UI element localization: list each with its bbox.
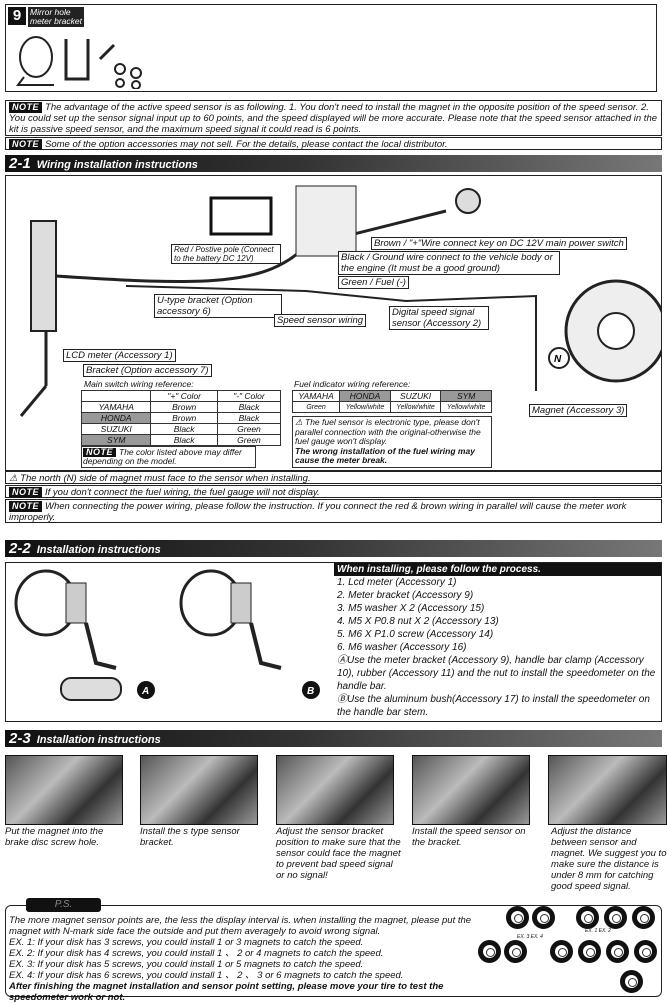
wheel-icon [550, 940, 573, 963]
label-speed-wiring: Speed sensor wiring [274, 314, 367, 327]
process-header: When installing, please follow the proce… [334, 563, 661, 576]
note-north-side: ⚠ The north (N) side of magnet must face… [5, 471, 662, 484]
main-switch-title: Main switch wiring reference: [84, 379, 194, 389]
fuel-warning: ⚠ The fuel sensor is electronic type, pl… [292, 416, 492, 468]
step-item: 5. M6 X P1.0 screw (Accessory 14) [337, 629, 494, 640]
section-9-box: 9 Mirror hole meter bracket [5, 4, 657, 92]
label-black-wire: Black / Ground wire connect to the vehic… [338, 251, 560, 275]
wheel-icon [578, 940, 601, 963]
process-panel: When installing, please follow the proce… [334, 563, 661, 719]
note-tag: NOTE [9, 102, 43, 113]
wheel-icon [604, 906, 627, 929]
label-lcd-meter: LCD meter (Accessory 1) [63, 349, 176, 362]
step-a: ⒶUse the meter bracket (Accessory 9), ha… [337, 655, 656, 692]
step-caption: Adjust the distance between sensor and m… [551, 826, 667, 892]
wiring-diagram: N Red / Postive pole (Connect to the bat… [5, 175, 662, 471]
step-item: 2. Meter bracket (Accessory 9) [337, 590, 474, 601]
wheel-icon [632, 906, 655, 929]
step-photo-1 [5, 755, 123, 825]
mark-a-icon: Ⓐ [337, 655, 347, 666]
ex-label: EX. 1 EX. 2 [585, 928, 611, 934]
ex-label: EX. 3 EX. 4 [517, 934, 543, 940]
step-photo-4 [412, 755, 530, 825]
wheel-icon [532, 906, 555, 929]
label-magnet: Magnet (Accessory 3) [529, 404, 628, 417]
bracket-illustration [16, 36, 142, 89]
wiring-illustration: N [19, 185, 661, 417]
label-digital-sensor: Digital speed signal sensor (Accessory 2… [389, 306, 489, 330]
step-caption: Install the s type sensor bracket. [140, 826, 240, 848]
section-title: Wiring installation instructions [36, 159, 198, 171]
wheel-icon [478, 940, 501, 963]
step-photo-5 [548, 755, 667, 825]
section-number: 2-1 [9, 155, 31, 172]
warning-icon: ⚠ [295, 417, 303, 427]
label-green-wire: Green / Fuel (-) [338, 276, 409, 289]
label-red-wire: Red / Postive pole (Connect to the batte… [171, 244, 281, 264]
step-item: 4. M5 X P0.8 nut X 2 (Accessory 13) [337, 616, 499, 627]
step-item: 6. M6 washer (Accessory 16) [337, 642, 467, 653]
wheel-icon [634, 940, 657, 963]
ps-box: P.S. The more magnet sensor points are, … [5, 898, 662, 1003]
label-u-bracket: U-type bracket (Option accessory 6) [154, 294, 282, 318]
section-number: 9 [8, 7, 26, 25]
fuel-title: Fuel indicator wiring reference: [294, 379, 411, 389]
warning-icon: ⚠ [9, 473, 18, 484]
note-text: The advantage of the active speed sensor… [9, 102, 658, 135]
install-box: A B When installing, please follow the p… [5, 562, 662, 722]
svg-text:N: N [554, 354, 562, 365]
step-photo-2 [140, 755, 258, 825]
mark-b: B [307, 686, 314, 697]
table-row: "+" Color"-" Color [80, 390, 282, 402]
step-item: 3. M5 washer X 2 (Accessory 15) [337, 603, 485, 614]
step-b: ⒷUse the aluminum bush(Accessory 17) to … [337, 694, 650, 718]
ps-tag: P.S. [26, 898, 101, 912]
label-bracket: Bracket (Option accessory 7) [83, 364, 212, 377]
section-2-1-header: 2-1 Wiring installation instructions [5, 155, 662, 172]
step-caption: Install the speed sensor on the bracket. [412, 826, 526, 848]
step-caption: Adjust the sensor bracket position to ma… [276, 826, 401, 881]
ps-text: The more magnet sensor points are, the l… [9, 915, 472, 1003]
mark-b-icon: Ⓑ [337, 694, 347, 705]
mark-a: A [141, 686, 149, 697]
note-tag: NOTE [9, 139, 43, 150]
note-text: Some of the option accessories may not s… [45, 139, 448, 150]
rotating-wheel-icon [620, 970, 643, 993]
step-photo-3 [276, 755, 394, 825]
step-item: 1. Lcd meter (Accessory 1) [337, 577, 457, 588]
wheel-icon [506, 906, 529, 929]
wheel-icon [576, 906, 599, 929]
section-title: Mirror hole meter bracket [28, 7, 84, 27]
note-text: The color listed above may differ depend… [83, 447, 242, 466]
step-caption: Put the magnet into the brake disc screw… [5, 826, 104, 848]
wheel-icon [504, 940, 527, 963]
install-illustration: A B [14, 569, 320, 701]
label-brown-wire: Brown / "+"Wire connect key on DC 12V ma… [371, 237, 627, 250]
wheel-icon [606, 940, 629, 963]
note-tag: NOTE [83, 448, 117, 457]
